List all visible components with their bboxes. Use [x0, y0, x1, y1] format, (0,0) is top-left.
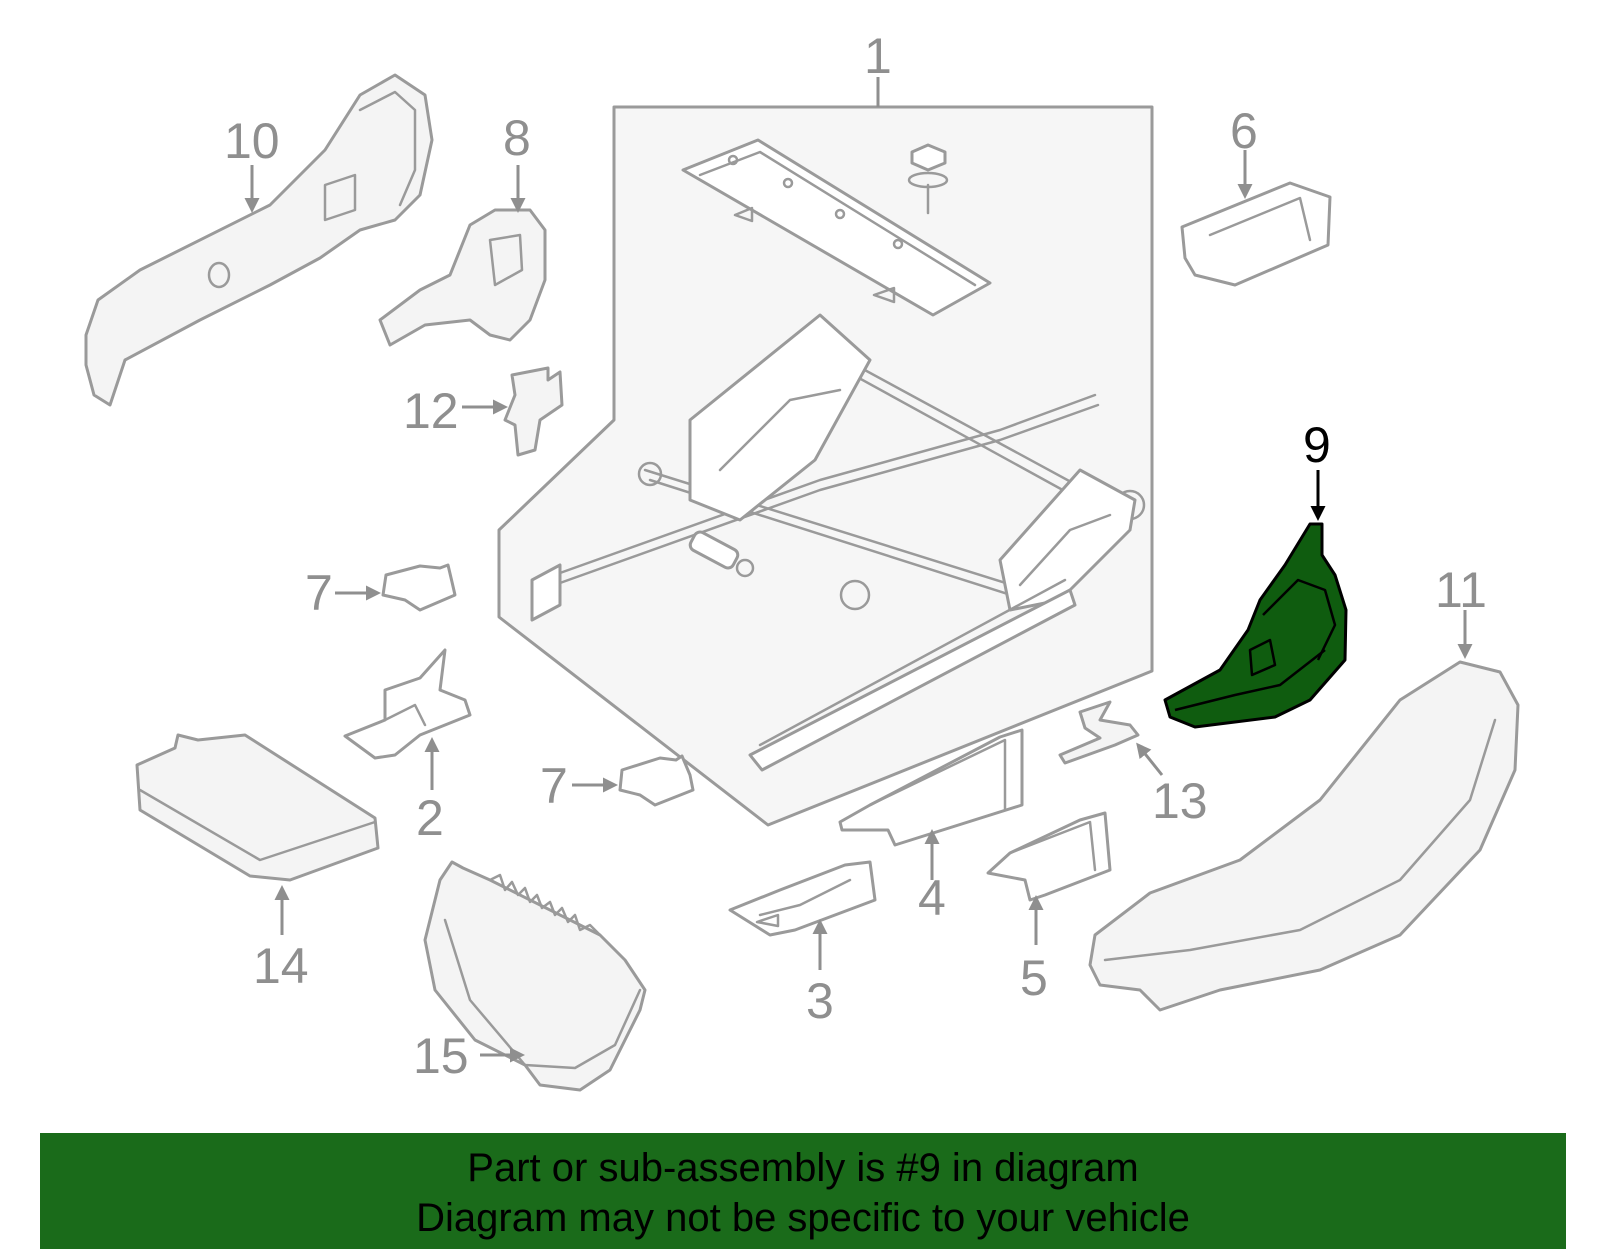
part-14-panel	[135, 733, 380, 935]
banner-line-1: Part or sub-assembly is #9 in diagram	[467, 1146, 1139, 1190]
callout-5: 5	[1020, 950, 1048, 1006]
callout-2: 2	[416, 790, 444, 846]
callout-10: 10	[224, 113, 280, 169]
part-7-clip-upper	[335, 563, 457, 612]
part-7-clip-lower	[572, 754, 695, 807]
callout-4: 4	[918, 870, 946, 926]
info-banner: Part or sub-assembly is #9 in diagram Di…	[40, 1133, 1566, 1249]
part-15-airbag-module	[423, 860, 647, 1092]
part-10-trim-cover	[84, 73, 434, 407]
callout-15: 15	[413, 1028, 469, 1084]
part-12-clip	[462, 366, 564, 457]
part-8-bracket	[378, 165, 547, 347]
callout-6: 6	[1230, 103, 1258, 159]
callout-7-lower: 7	[540, 758, 568, 814]
part-9-highlighted-shield	[1163, 470, 1348, 729]
callout-8: 8	[503, 110, 531, 166]
callout-13: 13	[1152, 773, 1208, 829]
part-6-cover	[1180, 150, 1332, 287]
part-13-clip	[1058, 700, 1164, 776]
part-1-seat-track-assembly	[497, 77, 1154, 827]
callout-1: 1	[864, 28, 892, 84]
callout-3: 3	[806, 973, 834, 1029]
part-3-cover	[728, 860, 877, 970]
part-11-side-shield	[1088, 610, 1520, 1012]
part-2-bracket	[343, 648, 472, 790]
callout-12: 12	[403, 383, 459, 439]
part-5-cover	[986, 811, 1112, 945]
banner-line-2: Diagram may not be specific to your vehi…	[416, 1196, 1190, 1240]
callout-11: 11	[1435, 562, 1487, 618]
callout-9: 9	[1303, 417, 1331, 473]
callout-14: 14	[253, 938, 309, 994]
callout-7-upper: 7	[305, 565, 333, 621]
part-4-cover	[838, 728, 1024, 880]
